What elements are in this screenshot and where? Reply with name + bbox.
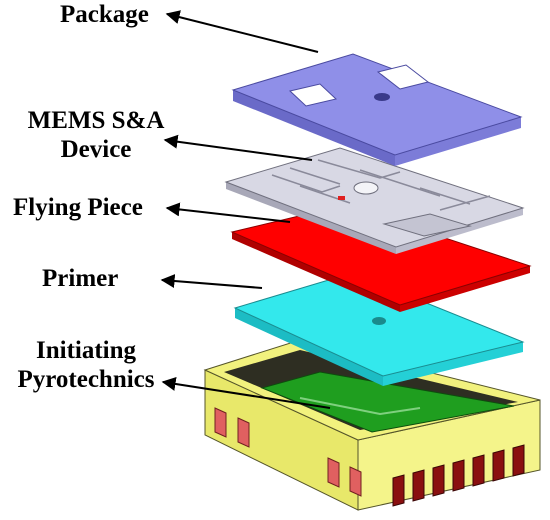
pin [492,449,505,482]
label-initiating-line1: Initiating [35,337,137,364]
package-hole [374,93,390,101]
pins [392,444,525,507]
label-mems-device: MEMS S&A Device [26,106,166,164]
label-flying-piece: Flying Piece [13,194,143,221]
pin [512,444,525,477]
arrow-primer [160,274,263,289]
pyrotechnics-housing [203,339,541,511]
package-layer [231,53,523,166]
mems-slot [359,169,441,197]
mems-layer [224,147,525,254]
mems-microstructures [271,159,491,211]
mems-slot [439,195,491,211]
pin [432,464,445,497]
label-initiating-pyrotechnics: Initiating Pyrotechnics [8,336,164,394]
package-side-right [395,117,521,166]
label-initiating-line2: Pyrotechnics [17,366,155,393]
flying-piece-side-right [400,266,530,312]
mems-slot [271,174,341,193]
package-side [233,90,395,166]
board-trace [299,397,421,416]
arrow-pyrotechnics [161,377,331,409]
primer-hole [372,317,386,325]
package-slot-right [376,64,430,90]
pin [392,474,405,507]
arrow-mems [163,134,313,161]
mems-slot [317,159,401,179]
pad-4 [349,466,362,497]
label-primer: Primer [42,265,119,292]
mems-notch [382,213,472,237]
pad-3 [327,457,340,488]
mems-slot [299,185,351,204]
primer-side-right [383,342,523,386]
arrow-package [165,10,319,53]
primer-layer [233,272,525,386]
flying-piece-side [232,232,400,312]
pyrotechnics-board [260,371,515,433]
package-slot-left [288,83,338,107]
label-package: Package [60,1,149,28]
mems-slot [419,187,471,205]
label-mems-line2: Device [60,136,132,163]
mems-hole [353,181,379,195]
label-mems-line1: MEMS S&A [27,107,165,134]
arrows [160,10,331,409]
package-top [231,53,523,156]
arrow-flying-piece [165,202,291,223]
mems-red-mark [338,196,345,200]
primer-side [235,308,383,386]
flying-piece-layer [230,204,532,312]
pin [412,469,425,502]
pad-1 [214,407,227,438]
pin [452,459,465,492]
mems-side-right [396,208,523,254]
mems-side [226,182,396,254]
pad-2 [237,417,250,448]
mems-slot [289,167,341,185]
pin [472,454,485,487]
